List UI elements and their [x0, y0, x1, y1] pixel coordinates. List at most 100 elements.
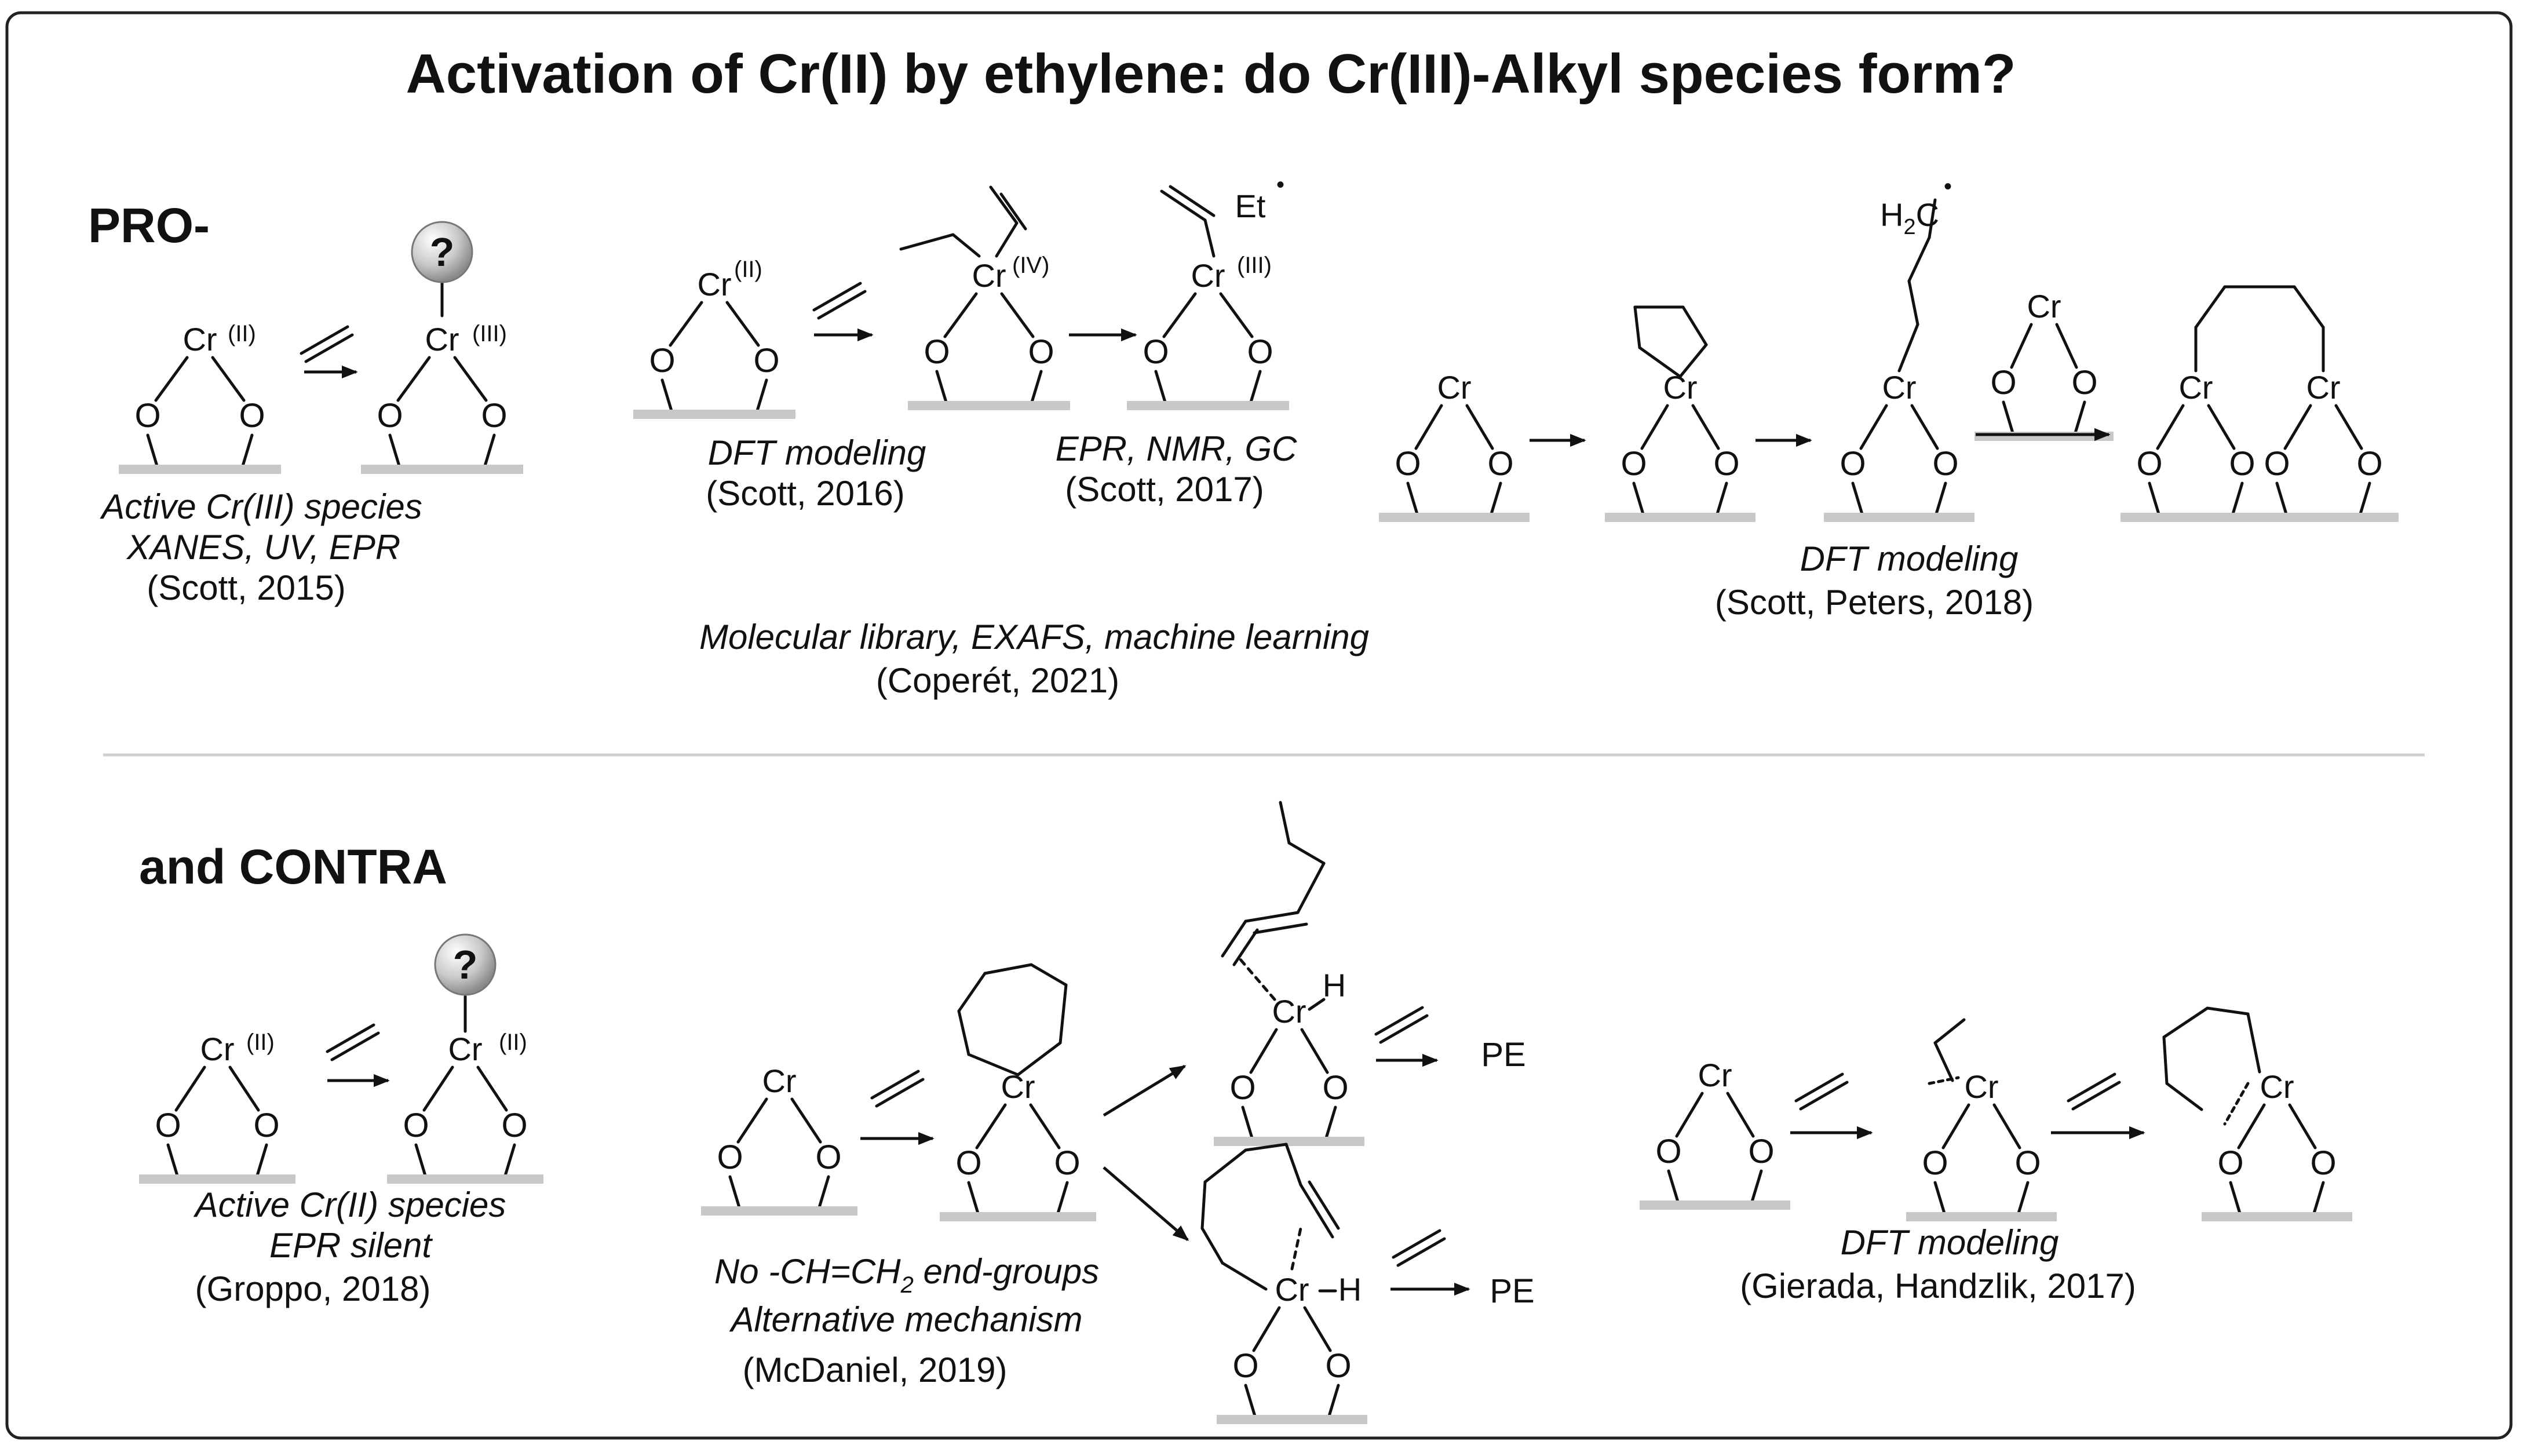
- cr-olefin-dashed-bond: [1238, 957, 1276, 1001]
- o-support-bond: [1241, 1105, 1254, 1140]
- o-atom: O: [377, 397, 403, 435]
- contra-caption-2-line-3: (McDaniel, 2019): [743, 1351, 1008, 1389]
- ethylene-reactant: [1799, 1081, 1849, 1111]
- olefin-bond: [1244, 911, 1300, 923]
- contra-caption-3-line-2: (Gierada, Handzlik, 2017): [1740, 1267, 2136, 1305]
- reaction-arrows: [304, 328, 2145, 1296]
- o-atom: O: [2071, 364, 2097, 402]
- contra-caption-3-line-1: DFT modeling: [1841, 1223, 2059, 1262]
- ring-bond: [1638, 346, 1682, 378]
- alkyl-chain-bond: [1284, 1143, 1302, 1187]
- cr-o-bond: [1910, 404, 1939, 450]
- ethyl-radical-label: Et: [1235, 188, 1266, 224]
- vinyl-bond: [995, 221, 1019, 258]
- pro-caption-2-line-1: DFT modeling: [708, 433, 926, 472]
- ring-bond: [1933, 1041, 1954, 1082]
- cr-o-bond: [396, 356, 431, 402]
- cr-o-bond: [2207, 404, 2236, 450]
- section-label-contra: and CONTRA: [139, 840, 447, 894]
- contra-cr-ii-site: CrO O (II): [139, 1030, 295, 1184]
- cr-o-bond: [174, 1065, 206, 1112]
- o-support-bond: [1327, 1384, 1340, 1418]
- o-atom: O: [1143, 333, 1169, 371]
- ethylene-reactant: [875, 1078, 925, 1108]
- o-support-bond: [2229, 1181, 2242, 1215]
- ethylene-reactant: [1794, 1072, 1844, 1103]
- o-atom: O: [253, 1107, 279, 1144]
- o-atom: O: [717, 1138, 743, 1176]
- o-atom: O: [501, 1107, 527, 1144]
- ethyl-bond: [899, 233, 955, 251]
- alkyl-chain-bond: [1907, 279, 1919, 326]
- oxidation-state-label: (II): [246, 1030, 275, 1055]
- o-atom: O: [1322, 1069, 1348, 1107]
- o-atom: O: [481, 397, 507, 435]
- question-ball: [434, 933, 497, 996]
- o-support-bond: [728, 1175, 741, 1209]
- cr-atom: Cr: [2178, 369, 2213, 406]
- vinyl-double-bond: [999, 192, 1027, 231]
- o-atom: O: [403, 1107, 429, 1144]
- ethylene-reactant: [2071, 1081, 2121, 1111]
- cr-atom: Cr: [200, 1031, 234, 1067]
- oxidation-state-label: (II): [228, 321, 256, 346]
- alkyl-chain-bond: [1928, 198, 1937, 239]
- o-atom: O: [2356, 445, 2382, 483]
- o-support-bond: [2231, 481, 2244, 516]
- cr-o-bond: [1859, 404, 1888, 450]
- oxidation-state-label: (II): [499, 1030, 527, 1055]
- arrow-contra-branch-down: [1103, 1166, 1189, 1241]
- cr-o-bond: [975, 1103, 1007, 1150]
- o-support-bond: [2148, 481, 2160, 516]
- o-atom: O: [1325, 1347, 1351, 1385]
- cr-o-bond: [725, 301, 760, 347]
- o-atom: O: [155, 1107, 181, 1144]
- cr-atom: Cr: [448, 1031, 482, 1067]
- cr-atom: Cr: [1964, 1068, 1998, 1105]
- pro-caption-1-line-1: Active Cr(III) species: [100, 487, 422, 526]
- cr-o-bond: [211, 356, 246, 402]
- o-support-bond: [388, 433, 401, 468]
- ring-bond: [1681, 305, 1708, 346]
- o-atom: O: [1840, 445, 1866, 483]
- o-atom: O: [1990, 364, 2016, 402]
- pro-caption-4-line-2: (Coperét, 2021): [876, 661, 1119, 700]
- ring-bond: [2162, 1035, 2169, 1085]
- cr-o-bond: [1219, 292, 1254, 338]
- o-support-bond: [166, 1143, 179, 1177]
- contra-caption-1-line-2: EPR silent: [269, 1226, 433, 1265]
- alkyl-chain-bond: [1287, 841, 1326, 865]
- hydride-label: H: [1323, 967, 1346, 1003]
- pro-caption-1-line-2: XANES, UV, EPR: [126, 528, 400, 567]
- o-support-bond: [1490, 481, 1502, 516]
- cr-o-bond: [2156, 404, 2185, 450]
- o-atom: O: [1247, 333, 1273, 371]
- cr-o-bond: [2010, 323, 2033, 369]
- polyethylene-label-lower: PE: [1490, 1272, 1534, 1310]
- alkyl-chain-bond: [1244, 1143, 1288, 1152]
- cr-o-bond: [2237, 1103, 2266, 1150]
- o-support-bond: [1154, 370, 1167, 404]
- cr-o-bond: [1303, 1306, 1332, 1352]
- o-atom: O: [1054, 1144, 1080, 1182]
- cr-atom: Cr: [1882, 369, 1916, 406]
- ethylene-reactant: [1374, 1006, 1424, 1036]
- o-support-bond: [241, 433, 254, 468]
- olefin-double-bond: [1253, 922, 1308, 935]
- o-support-bond: [1406, 481, 1419, 516]
- bridge-bond: [2194, 285, 2227, 329]
- contra-caption-2-line-1: No -CH=CH2 end-groups: [714, 1252, 1099, 1298]
- ring-bond: [1678, 343, 1708, 378]
- cr-o-bond: [1300, 1028, 1329, 1074]
- cr-o-bond: [1675, 1092, 1704, 1138]
- ethylene-reactant: [304, 333, 354, 363]
- o-support-bond: [967, 1181, 980, 1215]
- o-atom: O: [1620, 445, 1647, 483]
